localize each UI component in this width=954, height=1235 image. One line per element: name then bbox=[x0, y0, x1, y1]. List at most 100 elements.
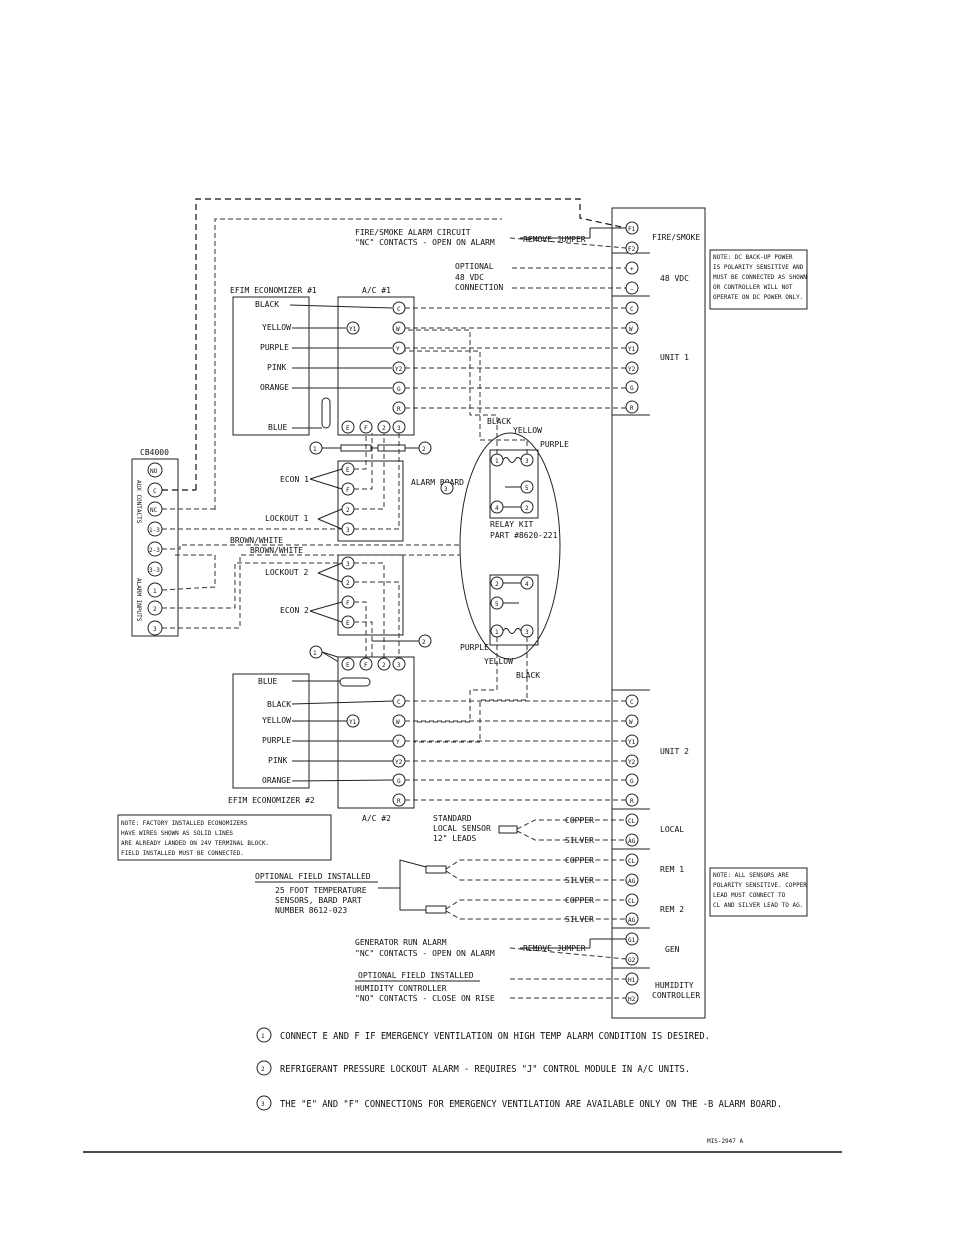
svg-text:F: F bbox=[364, 662, 368, 669]
svg-text:AG: AG bbox=[628, 878, 636, 885]
rem2-copper: COPPER bbox=[565, 896, 594, 905]
svg-text:2: 2 bbox=[382, 662, 386, 669]
relay-upper: 1 3 5 4 2 bbox=[489, 449, 539, 519]
svg-text:–: – bbox=[630, 286, 634, 293]
relay-purple-bottom: PURPLE bbox=[460, 643, 489, 652]
efim1-blue: BLUE bbox=[268, 423, 287, 432]
svg-text:+: + bbox=[630, 266, 634, 273]
svg-text:NC: NC bbox=[150, 507, 158, 514]
svg-text:R: R bbox=[630, 798, 634, 805]
svg-text:Y: Y bbox=[396, 346, 400, 353]
optional-label: OPTIONAL bbox=[455, 262, 494, 271]
svg-text:W: W bbox=[396, 719, 400, 726]
svg-text:C: C bbox=[397, 306, 401, 313]
footnote-2: REFRIGERANT PRESSURE LOCKOUT ALARM - REQ… bbox=[280, 1064, 690, 1075]
svg-text:Y1: Y1 bbox=[349, 719, 357, 726]
label-unit2: UNIT 2 bbox=[660, 747, 689, 756]
humidity-line1: HUMIDITY CONTROLLER bbox=[355, 984, 447, 993]
relay-purple-top: PURPLE bbox=[540, 440, 569, 449]
ac2-terminals: E F 2 3 C W Y Y2 G R Y1 bbox=[341, 657, 406, 807]
local-silver: SILVER bbox=[565, 836, 594, 845]
econ1-label: ECON 1 bbox=[280, 475, 309, 484]
econ2-label: ECON 2 bbox=[280, 606, 309, 615]
ac2-title: A/C #2 bbox=[362, 814, 391, 823]
right-terminals: F1 F2 + – C W Y1 Y2 G R C W Y1 Y2 G R CL… bbox=[625, 221, 639, 1005]
rem1-silver: SILVER bbox=[565, 876, 594, 885]
note-sensors-1: NOTE: ALL SENSORS ARE bbox=[713, 872, 789, 879]
svg-text:1-3: 1-3 bbox=[149, 527, 160, 534]
optional-field-label: OPTIONAL FIELD INSTALLED bbox=[255, 872, 371, 881]
note-factory-box bbox=[117, 814, 332, 861]
svg-text:AG: AG bbox=[628, 838, 636, 845]
svg-text:Y1: Y1 bbox=[628, 739, 636, 746]
note-factory-3: ARE ALREADY LANDED ON 24V TERMINAL BLOCK… bbox=[121, 840, 269, 847]
label-rem2: REM 2 bbox=[660, 905, 684, 914]
alarm-board-terminals: E F 2 3 3 2 F E bbox=[341, 462, 355, 629]
efim2-blue: BLUE bbox=[258, 677, 277, 686]
svg-text:C: C bbox=[153, 488, 157, 495]
svg-text:NO: NO bbox=[150, 468, 158, 475]
svg-text:Y: Y bbox=[396, 739, 400, 746]
efim2-title: EFIM ECONOMIZER #2 bbox=[228, 796, 315, 805]
label-humidity: HUMIDITY bbox=[655, 981, 694, 990]
svg-text:AG: AG bbox=[628, 917, 636, 924]
svg-text:2: 2 bbox=[382, 425, 386, 432]
efim1-title: EFIM ECONOMIZER #1 bbox=[230, 286, 317, 295]
svg-text:2: 2 bbox=[346, 507, 350, 514]
fire-alarm-line2: "NC" CONTACTS - OPEN ON ALARM bbox=[355, 238, 495, 247]
svg-text:E: E bbox=[346, 425, 350, 432]
svg-text:F2: F2 bbox=[628, 246, 636, 253]
svg-text:F: F bbox=[346, 600, 350, 607]
efim1-pink: PINK bbox=[267, 363, 286, 372]
svg-text:Y2: Y2 bbox=[628, 759, 636, 766]
svg-text:R: R bbox=[397, 798, 401, 805]
svg-text:R: R bbox=[397, 406, 401, 413]
note-factory-1: NOTE: FACTORY INSTALLED ECONOMIZERS bbox=[121, 820, 248, 827]
humidity-line2: "NO" CONTACTS - CLOSE ON RISE bbox=[355, 994, 495, 1003]
svg-text:3: 3 bbox=[525, 458, 529, 465]
svg-text:3: 3 bbox=[525, 629, 529, 636]
svg-text:E: E bbox=[346, 620, 350, 627]
svg-text:2-3: 2-3 bbox=[149, 547, 160, 554]
note-sensors-4: CL AND SILVER LEAD TO AG. bbox=[713, 902, 803, 909]
svg-text:1: 1 bbox=[495, 629, 499, 636]
relay-black-top: BLACK bbox=[487, 417, 511, 426]
label-48vdc: 48 VDC bbox=[660, 274, 689, 283]
note-factory-4: FIELD INSTALLED MUST BE CONNECTED. bbox=[121, 850, 244, 857]
note-dc-1: NOTE: DC BACK-UP POWER bbox=[713, 254, 793, 261]
svg-text:4: 4 bbox=[525, 581, 529, 588]
rem2-sensor bbox=[425, 905, 447, 914]
brown-white-2: BROWN/WHITE bbox=[250, 546, 303, 555]
generator-line1: GENERATOR RUN ALARM bbox=[355, 938, 447, 947]
relay-kit-outline bbox=[459, 432, 561, 660]
svg-text:CL: CL bbox=[628, 858, 636, 865]
footnote-1: CONNECT E AND F IF EMERGENCY VENTILATION… bbox=[280, 1031, 710, 1042]
svg-text:3-3: 3-3 bbox=[149, 567, 160, 574]
svg-text:3: 3 bbox=[153, 626, 157, 633]
rem1-sensor bbox=[425, 865, 447, 874]
footnote-3: THE "E" AND "F" CONNECTIONS FOR EMERGENC… bbox=[280, 1099, 782, 1110]
note-dc-box bbox=[709, 249, 808, 310]
svg-text:Y1: Y1 bbox=[628, 346, 636, 353]
svg-text:W: W bbox=[629, 719, 633, 726]
alarm-board-label: ALARM BOARD bbox=[411, 478, 464, 487]
svg-text:2: 2 bbox=[495, 581, 499, 588]
svg-text:E: E bbox=[346, 662, 350, 669]
svg-text:H1: H1 bbox=[628, 977, 636, 984]
svg-text:E: E bbox=[346, 467, 350, 474]
svg-text:2: 2 bbox=[525, 505, 529, 512]
note-dc-4: OR CONTROLLER WILL NOT bbox=[713, 284, 793, 291]
svg-text:2: 2 bbox=[422, 639, 426, 646]
svg-text:2: 2 bbox=[261, 1066, 265, 1073]
efim1-orange: ORANGE bbox=[260, 383, 289, 392]
svg-text:Y2: Y2 bbox=[395, 759, 403, 766]
drawing-number: MIS-2947 A bbox=[707, 1138, 744, 1145]
svg-text:F1: F1 bbox=[628, 226, 636, 233]
temp-sensors-3: NUMBER 8612-023 bbox=[275, 906, 347, 915]
svg-text:F: F bbox=[364, 425, 368, 432]
temp-sensors-2: SENSORS, BARD PART bbox=[275, 896, 362, 905]
svg-text:2: 2 bbox=[422, 446, 426, 453]
svg-text:3: 3 bbox=[397, 662, 401, 669]
svg-text:G: G bbox=[630, 385, 634, 392]
